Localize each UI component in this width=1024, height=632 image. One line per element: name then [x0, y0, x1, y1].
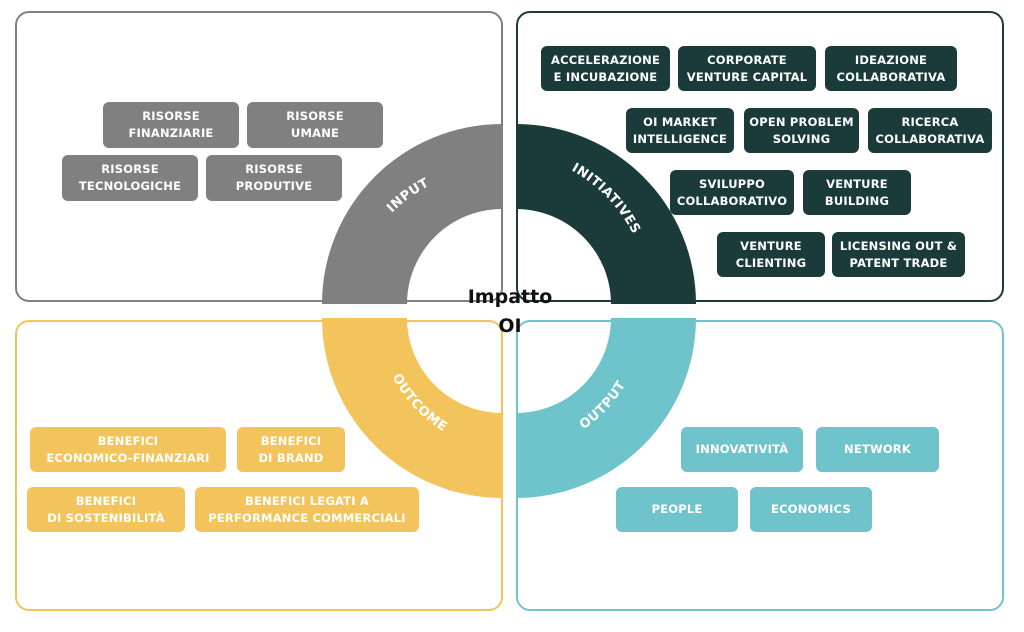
initiative-chip: IDEAZIONE COLLABORATIVA [825, 46, 957, 91]
outcome-chip: BENEFICI LEGATI A PERFORMANCE COMMERCIAL… [195, 487, 419, 532]
initiative-chip: VENTURE BUILDING [803, 170, 911, 215]
input-chip: RISORSE TECNOLOGICHE [62, 155, 198, 201]
output-chip: ECONOMICS [750, 487, 872, 532]
ring-segment-output [516, 318, 696, 498]
initiative-chip: RICERCA COLLABORATIVA [868, 108, 992, 153]
outcome-chip: BENEFICI ECONOMICO-FINANZIARI [30, 427, 226, 472]
input-chip: RISORSE UMANE [247, 102, 383, 148]
output-chip: INNOVATIVITÀ [681, 427, 803, 472]
initiative-chip: OI MARKET INTELLIGENCE [626, 108, 734, 153]
input-chip: RISORSE PRODUTIVE [206, 155, 342, 201]
initiative-chip: VENTURE CLIENTING [717, 232, 825, 277]
initiative-chip: OPEN PROBLEM SOLVING [744, 108, 859, 153]
ring-segment-input [322, 124, 502, 304]
ring-segment-outcome [322, 318, 502, 498]
input-chip: RISORSE FINANZIARIE [103, 102, 239, 148]
output-chip: NETWORK [816, 427, 939, 472]
initiative-chip: SVILUPPO COLLABORATIVO [670, 170, 794, 215]
output-chip: PEOPLE [616, 487, 738, 532]
initiative-chip: ACCELERAZIONE E INCUBAZIONE [541, 46, 670, 91]
initiative-chip: CORPORATE VENTURE CAPITAL [678, 46, 816, 91]
outcome-chip: BENEFICI DI SOSTENIBILITÀ [27, 487, 185, 532]
center-title: Impatto OI [467, 286, 553, 337]
ring-segment-initiatives [516, 124, 696, 304]
outcome-chip: BENEFICI DI BRAND [237, 427, 345, 472]
initiative-chip: LICENSING OUT & PATENT TRADE [832, 232, 965, 277]
